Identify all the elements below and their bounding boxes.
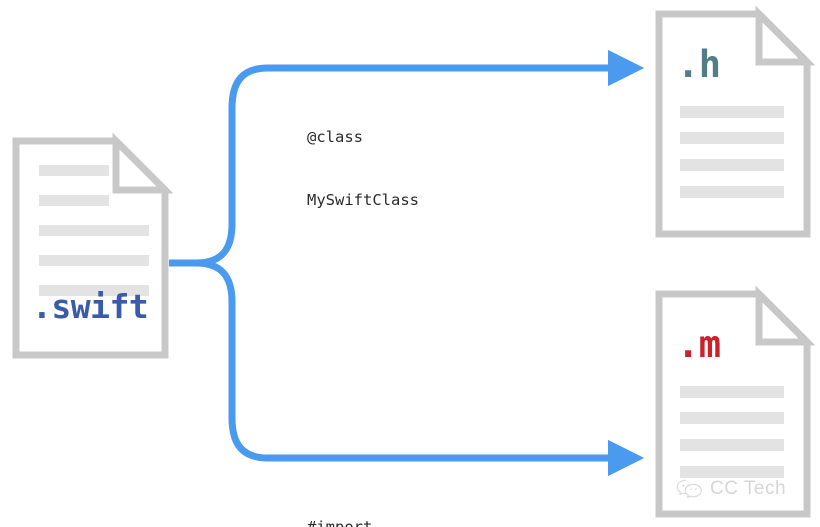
header-extension-label: .h — [677, 43, 721, 86]
implementation-file-icon: .m — [655, 285, 816, 518]
arrow-label-import-line-1: #import — [307, 518, 373, 527]
arrow-label-class: @class MySwiftClass — [307, 85, 419, 253]
swift-extension-label: .swift — [32, 287, 149, 326]
watermark: CC Tech — [676, 478, 786, 500]
wechat-logo-icon — [676, 479, 702, 499]
implementation-extension-label: .m — [677, 323, 721, 366]
arrow-swift-to-implementation — [169, 259, 645, 477]
watermark-text: CC Tech — [710, 478, 787, 499]
header-file-icon: .h — [655, 5, 816, 238]
arrow-label-class-line-1: @class — [307, 128, 363, 146]
swift-file-icon: .swift — [12, 132, 174, 359]
arrow-label-class-line-2: MySwiftClass — [307, 191, 419, 209]
arrow-label-import: #import ProductModuleName-Swift.h — [307, 475, 540, 527]
